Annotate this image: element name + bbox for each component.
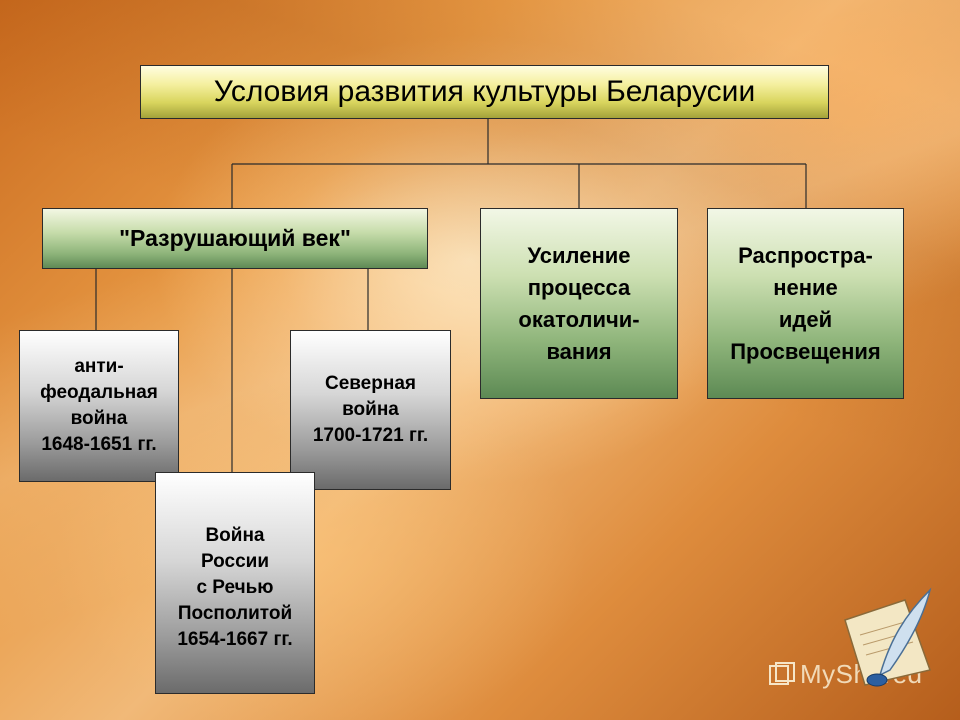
anti-feudal-war-box: анти- феодальная война 1648-1651 гг. [19,330,179,482]
russia-commonwealth-war-label: Война России с Речью Посполитой 1654-166… [177,525,293,650]
diagram-title-box: Условия развития культуры Беларусии [140,65,829,119]
northern-war-box: Северная война 1700-1721 гг. [290,330,451,490]
catholicization-label: Усиление процесса окатоличи- вания [518,242,640,364]
russia-commonwealth-war-box: Война России с Речью Посполитой 1654-166… [155,472,315,694]
anti-feudal-war-label: анти- феодальная война 1648-1651 гг. [40,356,158,455]
enlightenment-box: Распростра- нение идей Просвещения [707,208,904,399]
diagram-title: Условия развития культуры Беларусии [213,75,756,108]
destroying-age-label: "Разрушающий век" [119,225,351,251]
enlightenment-label: Распростра- нение идей Просвещения [730,242,881,364]
myshared-logo-icon [769,662,795,685]
destroying-age-box: "Разрушающий век" [42,208,428,269]
catholicization-box: Усиление процесса окатоличи- вания [480,208,678,399]
quill-pen-icon [844,587,932,687]
northern-war-label: Северная война 1700-1721 гг. [312,373,429,446]
